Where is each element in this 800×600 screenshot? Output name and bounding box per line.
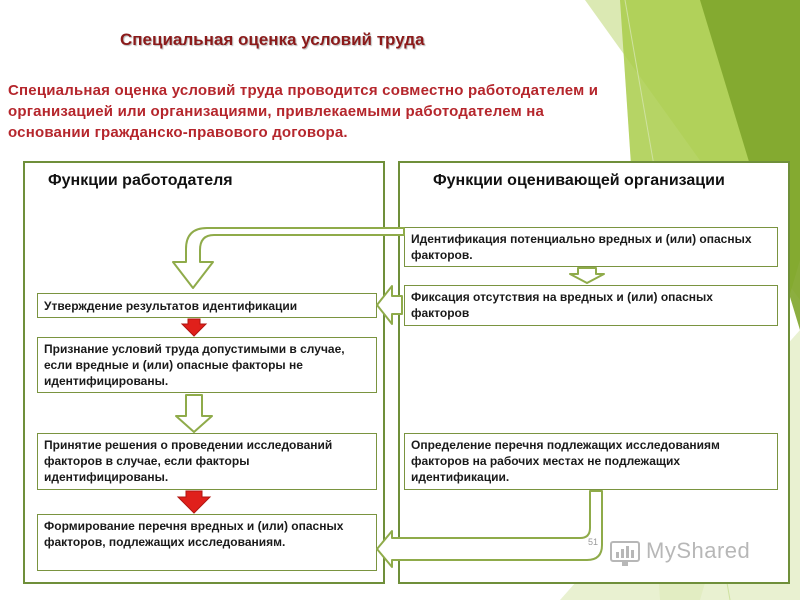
myshared-watermark: MyShared xyxy=(610,536,770,572)
absence-fixation-box: Фиксация отсутствия на вредных и (или) о… xyxy=(404,285,778,326)
identification-box: Идентификация потенциально вредных и (ил… xyxy=(404,227,778,267)
conditions-acceptable-box: Признание условий труда допустимыми в сл… xyxy=(37,337,377,393)
form-factors-list-box: Формирование перечня вредных и (или) опа… xyxy=(37,514,377,571)
myshared-text: MyShared xyxy=(646,538,751,563)
research-decision-box: Принятие решения о проведении исследован… xyxy=(37,433,377,490)
assessor-functions-heading: Функции оценивающей организации xyxy=(433,172,725,189)
slide-number: 51 xyxy=(588,537,599,547)
myshared-logo-icon xyxy=(610,541,640,566)
assessor-functions-panel xyxy=(398,161,790,584)
approve-identification-box: Утверждение результатов идентификации xyxy=(37,293,377,318)
factors-list-definition-box: Определение перечня подлежащих исследова… xyxy=(404,433,778,490)
employer-functions-heading: Функции работодателя xyxy=(48,172,233,189)
slide-title: Специальная оценка условий труда xyxy=(120,30,425,49)
intro-paragraph: Специальная оценка условий труда проводи… xyxy=(8,82,599,141)
